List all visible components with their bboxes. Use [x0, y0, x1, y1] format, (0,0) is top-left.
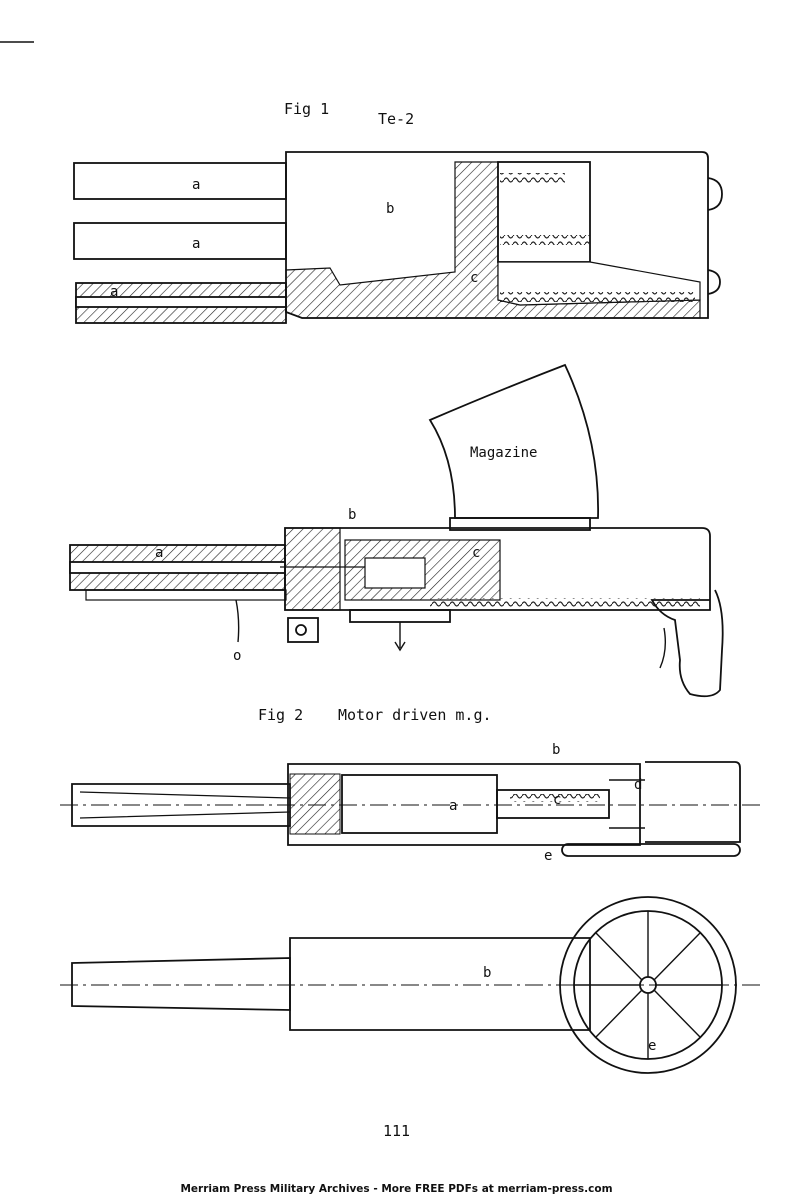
mag-fig-label-o: o: [233, 648, 241, 664]
breech-section: [284, 527, 341, 611]
fig1-label-b: b: [386, 201, 394, 217]
pistol-grip: [650, 589, 724, 698]
bolt: [341, 774, 498, 834]
gas-tube-leader: [235, 599, 240, 643]
magazine-seat: [449, 517, 591, 531]
barrel-middle: [73, 222, 287, 260]
barrel-bore: [75, 296, 287, 308]
fig2-subtitle: Motor driven m.g.: [338, 706, 492, 724]
barrel: [71, 957, 291, 1011]
rear-linkage: [609, 779, 645, 829]
front-lug: [287, 617, 319, 643]
bottom-rod: [561, 843, 741, 857]
firing-pin-housing: [364, 557, 426, 589]
fig1-label-c: c: [470, 270, 478, 286]
fig2-label-c: c: [553, 792, 561, 808]
receiver-body: [284, 527, 711, 611]
magazine-label: Magazine: [470, 445, 537, 461]
rear-frame: [645, 761, 741, 843]
fig2-label-b: b: [552, 742, 560, 758]
footer-text: Merriam Press Military Archives - More F…: [180, 1183, 613, 1195]
mag-fig-label-a: a: [155, 545, 163, 561]
fig1-label-a2: a: [192, 236, 200, 252]
fig3-label-e: e: [648, 1038, 656, 1054]
gas-tube: [85, 589, 287, 601]
barrel-bore: [69, 561, 286, 574]
fig2-caption: Fig 2: [258, 706, 303, 724]
barrel-upper: [73, 162, 287, 200]
figure-magazine-gun: [69, 363, 724, 698]
front-lug-hole: [295, 624, 307, 636]
trigger-block: [349, 609, 451, 623]
spring-middle: [500, 235, 590, 245]
fig1-label-a1: a: [192, 177, 200, 193]
figure-2-motor-driven: [60, 761, 760, 857]
fig1-label-a3: a: [110, 284, 118, 300]
threaded-nose: [289, 773, 341, 835]
housing: [289, 937, 591, 1031]
spring-upper: [500, 173, 565, 183]
barrel-taper: [79, 791, 291, 819]
mag-fig-label-b: b: [348, 507, 356, 523]
drive-rod: [496, 789, 610, 819]
fig1-subtitle: Te-2: [378, 110, 414, 128]
page-number: 111: [382, 1122, 411, 1140]
trigger: [659, 627, 667, 669]
recoil-spring: [430, 598, 700, 608]
fig2-label-e: e: [544, 848, 552, 864]
wheel-rim-outer: [559, 896, 737, 1074]
figure-1-te2: [73, 151, 723, 324]
rear-knob-upper: [707, 177, 723, 211]
fig3-label-b: b: [483, 965, 491, 981]
figure-3-external-view: [60, 896, 765, 1074]
fig1-caption: Fig 1: [284, 100, 329, 118]
magazine-outline: [428, 363, 599, 519]
fig2-label-d: d: [634, 777, 642, 793]
rear-knob-lower: [707, 269, 721, 295]
trigger-arrow-head: [394, 641, 406, 652]
fig2-label-a: a: [449, 798, 457, 814]
mag-fig-label-c: c: [472, 545, 480, 561]
drive-spring: [510, 794, 600, 802]
wheel-spokes: [574, 911, 722, 1059]
spring-lower: [500, 292, 695, 302]
housing: [287, 763, 641, 846]
